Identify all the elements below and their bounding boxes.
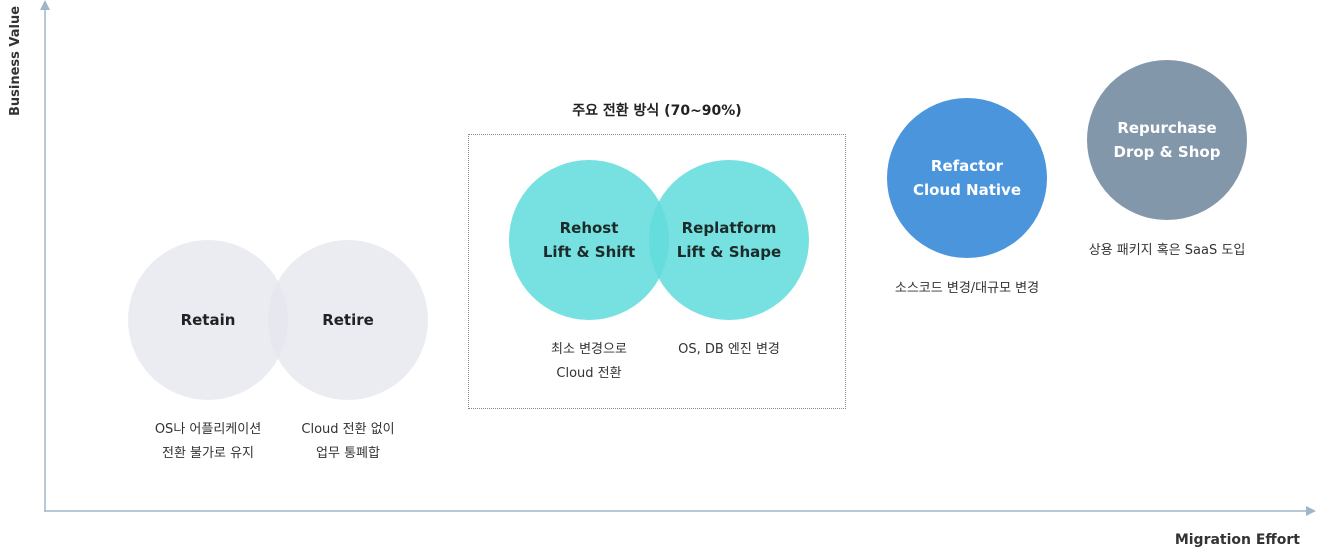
retire-desc-line-1: Cloud 전환 없이 xyxy=(301,422,395,437)
repurchase-description: 상용 패키지 혹은 SaaS 도입 xyxy=(1057,239,1277,263)
y-axis-label: Business Value xyxy=(8,5,23,116)
rehost-label: Rehost xyxy=(559,219,619,237)
repurchase-desc-line-1: 상용 패키지 혹은 SaaS 도입 xyxy=(1088,243,1246,258)
retain-desc-line-2: 전환 불가로 유지 xyxy=(162,446,254,461)
x-axis-arrow xyxy=(1306,506,1316,516)
replatform-circle: Replatform Lift & Shape xyxy=(649,160,809,320)
rehost-desc-line-1: 최소 변경으로 xyxy=(551,342,627,357)
refactor-description: 소스코드 변경/대규모 변경 xyxy=(857,277,1077,301)
main-strategies-box xyxy=(468,134,846,409)
retain-desc-line-1: OS나 어플리케이션 xyxy=(154,422,262,437)
rehost-desc-line-2: Cloud 전환 xyxy=(556,366,622,381)
refactor-desc-line-1: 소스코드 변경/대규모 변경 xyxy=(894,281,1040,296)
replatform-sublabel: Lift & Shape xyxy=(676,243,782,261)
refactor-sublabel: Cloud Native xyxy=(912,181,1022,199)
repurchase-label: Repurchase xyxy=(1117,119,1217,137)
repurchase-sublabel: Drop & Shop xyxy=(1113,143,1221,161)
replatform-desc-line-1: OS, DB 엔진 변경 xyxy=(678,342,780,357)
rehost-sublabel: Lift & Shift xyxy=(542,243,636,261)
group-title: 주요 전환 방식 (70~90%) xyxy=(572,103,742,119)
replatform-description: OS, DB 엔진 변경 xyxy=(649,338,809,362)
replatform-label: Replatform xyxy=(681,219,777,237)
refactor-circle: Refactor Cloud Native xyxy=(887,98,1047,258)
retire-description: Cloud 전환 없이 업무 통폐합 xyxy=(268,418,428,466)
x-axis-label: Migration Effort xyxy=(1174,532,1300,548)
retain-description: OS나 어플리케이션 전환 불가로 유지 xyxy=(128,418,288,466)
retain-circle: Retain xyxy=(128,240,288,400)
retire-circle: Retire xyxy=(268,240,428,400)
refactor-label: Refactor xyxy=(930,157,1004,175)
retire-label: Retire xyxy=(322,311,374,329)
retire-desc-line-2: 업무 통폐합 xyxy=(316,446,380,461)
y-axis-arrow xyxy=(40,0,50,10)
repurchase-circle: Repurchase Drop & Shop xyxy=(1087,60,1247,220)
rehost-circle: Rehost Lift & Shift xyxy=(509,160,669,320)
rehost-description: 최소 변경으로 Cloud 전환 xyxy=(509,338,669,386)
retain-label: Retain xyxy=(180,311,236,329)
